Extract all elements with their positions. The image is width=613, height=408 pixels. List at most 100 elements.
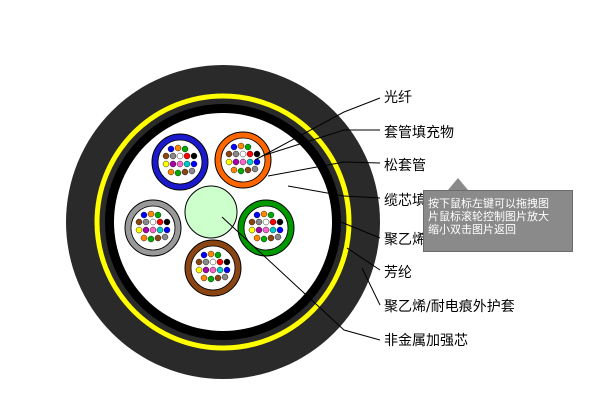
optical-fiber [237,142,245,150]
optical-fiber [276,218,284,226]
optical-fiber [162,152,170,160]
optical-fiber [246,150,254,158]
optical-fiber [207,275,215,283]
optical-fiber [161,233,169,241]
optical-fiber [135,218,143,226]
optical-fiber [154,211,162,219]
label-pe-outer-sheath: 聚乙烯/耐电痕外护套 [384,299,515,315]
optical-fiber [190,160,198,168]
loose-tube-brown [184,239,242,297]
optical-fiber [246,158,254,166]
optical-fiber [167,168,175,176]
optical-fiber [253,150,261,158]
optical-fiber [167,145,175,153]
label-tube-filler: 套管填充物 [384,125,454,141]
optical-fiber [239,150,247,158]
label-aramid: 芳纶 [384,265,412,281]
optical-fiber [214,274,222,282]
optical-fiber [221,273,229,281]
optical-fiber [255,226,263,234]
optical-fiber [200,274,208,282]
optical-fiber [209,258,217,266]
optical-fiber [260,235,268,243]
optical-fiber [269,218,277,226]
optical-fiber [163,226,171,234]
leader-cable-filler [287,185,381,199]
leader-nonmetal-strength [221,216,381,341]
optical-fiber [216,258,224,266]
optical-fiber [232,150,240,158]
optical-fiber [202,266,210,274]
optical-fiber [239,158,247,166]
optical-fiber [163,218,171,226]
optical-fiber [225,158,233,166]
optical-fiber [223,266,231,274]
optical-fiber [267,234,275,242]
tooltip-line-2: 片鼠标滚轮控制图片放大 [428,210,549,223]
optical-fiber [200,251,208,259]
optical-fiber [147,235,155,243]
optical-fiber [169,152,177,160]
tooltip-line-1: 按下鼠标左键可以拖拽图 [428,197,549,210]
optical-fiber [174,169,182,177]
optical-fiber [214,251,222,259]
optical-fiber [207,250,215,258]
optical-fiber [230,166,238,174]
leader-pe-outer-sheath [361,267,381,306]
optical-fiber [176,152,184,160]
optical-fiber [255,218,263,226]
image-viewer-tooltip: 按下鼠标左键可以拖拽图 片鼠标滚轮控制图片放大 缩小双击图片返回 [423,190,573,252]
optical-fiber [149,226,157,234]
leader-pe-inner-sheath [335,219,381,239]
optical-fiber [181,145,189,153]
optical-fiber [190,152,198,160]
optical-fiber [253,234,261,242]
optical-fiber [202,258,210,266]
optical-fiber [149,218,157,226]
optical-fiber [142,226,150,234]
optical-fiber [181,168,189,176]
optical-fiber [244,166,252,174]
optical-fiber [216,266,224,274]
optical-fiber [195,266,203,274]
optical-fiber [276,226,284,234]
optical-fiber [162,160,170,168]
label-fiber: 光纤 [384,90,412,106]
optical-fiber [248,218,256,226]
optical-fiber [274,233,282,241]
optical-fiber [251,165,259,173]
optical-fiber [135,226,143,234]
optical-fiber [156,226,164,234]
optical-fiber [169,160,177,168]
optical-fiber [156,218,164,226]
loose-tube-orange [214,131,272,189]
optical-fiber [248,226,256,234]
loose-tube-green [237,199,295,257]
optical-fiber [209,266,217,274]
optical-fiber [237,167,245,175]
optical-fiber [140,234,148,242]
optical-fiber [183,152,191,160]
aramid-layer [94,93,352,351]
label-nonmetal-strength: 非金属加强芯 [384,333,468,349]
optical-fiber [244,143,252,151]
optical-fiber [262,226,270,234]
optical-fiber [260,210,268,218]
loose-tube-blue [151,133,209,191]
optical-fiber [174,144,182,152]
leader-fiber [254,97,381,161]
optical-fiber [188,167,196,175]
optical-fiber [225,150,233,158]
label-loose-tube: 松套管 [384,158,426,174]
optical-fiber [176,160,184,168]
optical-fiber [253,158,261,166]
tooltip-arrow [448,178,468,190]
optical-fiber [140,211,148,219]
optical-fiber [195,258,203,266]
leader-loose-tube [267,161,381,177]
loose-tube-gray [124,199,182,257]
optical-fiber [269,226,277,234]
optical-fiber [232,158,240,166]
